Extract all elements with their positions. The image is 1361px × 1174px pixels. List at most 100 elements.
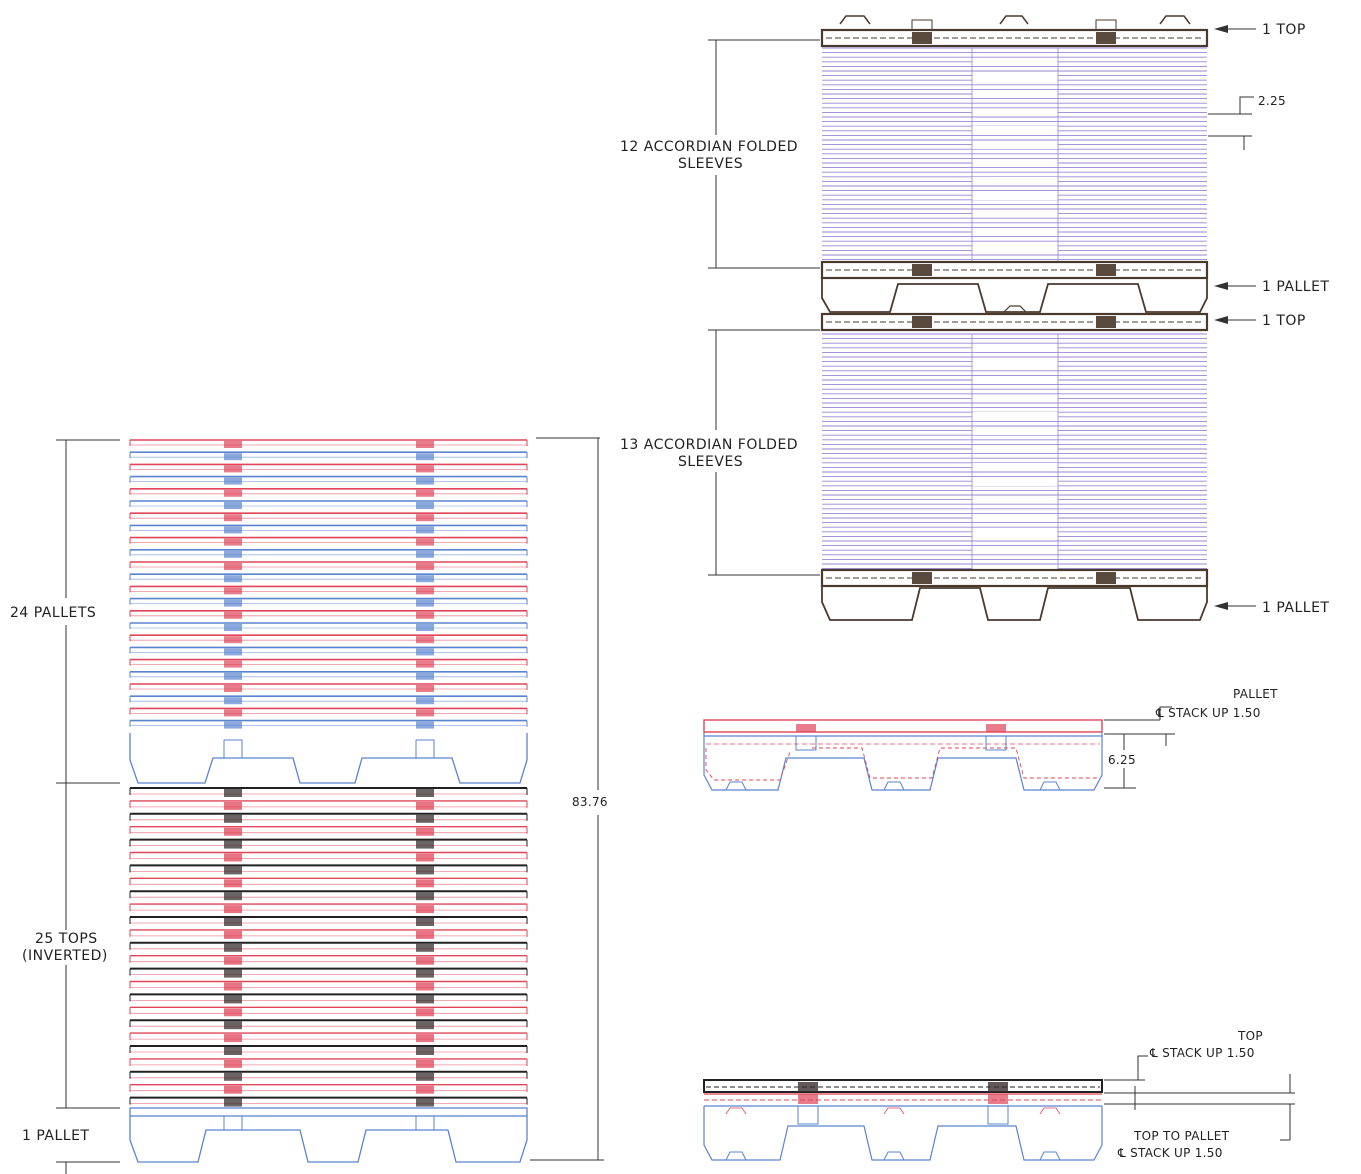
sleeve-gap xyxy=(972,429,1058,435)
pallet-piece xyxy=(820,260,1209,280)
sleeve-gap xyxy=(972,143,1058,149)
right-arrows xyxy=(1214,25,1256,610)
block-mark xyxy=(224,956,242,965)
block-mark xyxy=(224,1059,242,1068)
detail-nub xyxy=(883,1151,905,1161)
sleeve-gap xyxy=(972,109,1058,115)
block-mark xyxy=(224,866,242,875)
top-nub xyxy=(999,15,1029,25)
pallet-feet xyxy=(821,586,1208,621)
label-top-to-pallet: TOP TO PALLET xyxy=(1133,1129,1230,1143)
arrow-pallet1-icon xyxy=(1214,282,1228,290)
detail-deck xyxy=(703,719,1103,733)
block-mark xyxy=(224,995,242,1004)
detail-dash xyxy=(705,748,791,781)
sleeve-gap xyxy=(972,92,1058,98)
block-mark xyxy=(416,441,434,448)
block-mark xyxy=(911,19,933,31)
detail-nub xyxy=(725,1151,747,1161)
block-mark xyxy=(416,1098,434,1107)
block-mark xyxy=(224,789,242,797)
block-mark xyxy=(416,685,434,692)
sleeve-gap xyxy=(972,480,1058,486)
sleeve-gap xyxy=(972,361,1058,367)
sleeve-gap xyxy=(972,565,1058,571)
detail-feet xyxy=(703,732,1103,791)
sleeve-gap xyxy=(972,228,1058,234)
block-mark xyxy=(224,502,242,509)
block-mark xyxy=(416,721,434,729)
block-mark xyxy=(416,969,434,978)
block-mark xyxy=(416,697,434,705)
block-mark xyxy=(416,866,434,875)
top-piece xyxy=(820,28,1209,48)
sleeve-gap xyxy=(972,58,1058,64)
block-mark xyxy=(416,840,434,849)
block-mark xyxy=(985,735,1007,751)
block-mark xyxy=(224,840,242,849)
block-mark xyxy=(223,739,243,759)
block-mark xyxy=(224,636,242,644)
label-dim-225: 2.25 xyxy=(1258,94,1286,108)
block-mark xyxy=(224,660,242,668)
detail-nub xyxy=(725,1107,747,1115)
detail-deck xyxy=(703,1079,1103,1093)
label-13-sleeves: 13 ACCORDIAN FOLDED xyxy=(620,437,798,453)
block-mark xyxy=(224,1034,242,1043)
top-nub xyxy=(1159,15,1191,25)
block-mark xyxy=(224,853,242,862)
sleeve-gap xyxy=(972,514,1058,520)
label-pallet-title: PALLET xyxy=(1233,687,1278,701)
block-mark xyxy=(416,956,434,965)
block-mark xyxy=(224,905,242,914)
block-mark xyxy=(416,1008,434,1017)
block-mark xyxy=(416,611,434,619)
block-mark xyxy=(224,930,242,939)
block-mark xyxy=(224,879,242,888)
label-24-pallets: 24 PALLETS xyxy=(10,605,96,621)
block-mark xyxy=(224,489,242,497)
left-dimensions xyxy=(56,437,604,1174)
sleeve-gap xyxy=(972,378,1058,384)
block-mark xyxy=(416,801,434,810)
block-mark xyxy=(224,514,242,522)
pallet-stackup-detail xyxy=(703,719,1103,791)
detail-nub xyxy=(1039,781,1061,791)
sleeve-gap xyxy=(972,548,1058,554)
sleeve-gap xyxy=(972,75,1058,81)
block-mark xyxy=(1096,316,1116,328)
top-stack-dims xyxy=(1104,1055,1295,1141)
block-mark xyxy=(416,1085,434,1094)
block-mark xyxy=(224,538,242,546)
block-mark xyxy=(416,1072,434,1081)
sleeve-gap xyxy=(972,497,1058,503)
block-mark xyxy=(416,789,434,797)
sleeve-gap xyxy=(972,177,1058,183)
block-mark xyxy=(416,930,434,939)
block-mark xyxy=(224,672,242,680)
block-mark xyxy=(416,550,434,558)
left-stack xyxy=(129,439,528,1163)
block-mark xyxy=(416,709,434,717)
block-mark xyxy=(912,264,932,276)
arrow-top2-icon xyxy=(1214,316,1228,324)
detail-dash xyxy=(812,747,1098,779)
block-mark xyxy=(416,1034,434,1043)
block-mark xyxy=(224,624,242,631)
sleeve-gap xyxy=(972,211,1058,217)
label-pallet-stackup: ℄ STACK UP 1.50 xyxy=(1155,706,1261,720)
top-nub xyxy=(839,15,871,25)
label-25-tops: 25 TOPS xyxy=(35,931,98,947)
label-pallet-dim: 6.25 xyxy=(1108,753,1136,767)
block-mark xyxy=(416,489,434,497)
block-mark xyxy=(415,739,435,759)
block-mark xyxy=(416,853,434,862)
block-mark xyxy=(224,801,242,810)
sleeve-gap xyxy=(972,245,1058,251)
detail-nub xyxy=(883,781,905,791)
block-mark xyxy=(797,1105,819,1125)
block-mark xyxy=(224,587,242,595)
block-mark xyxy=(416,892,434,901)
block-mark xyxy=(416,918,434,926)
